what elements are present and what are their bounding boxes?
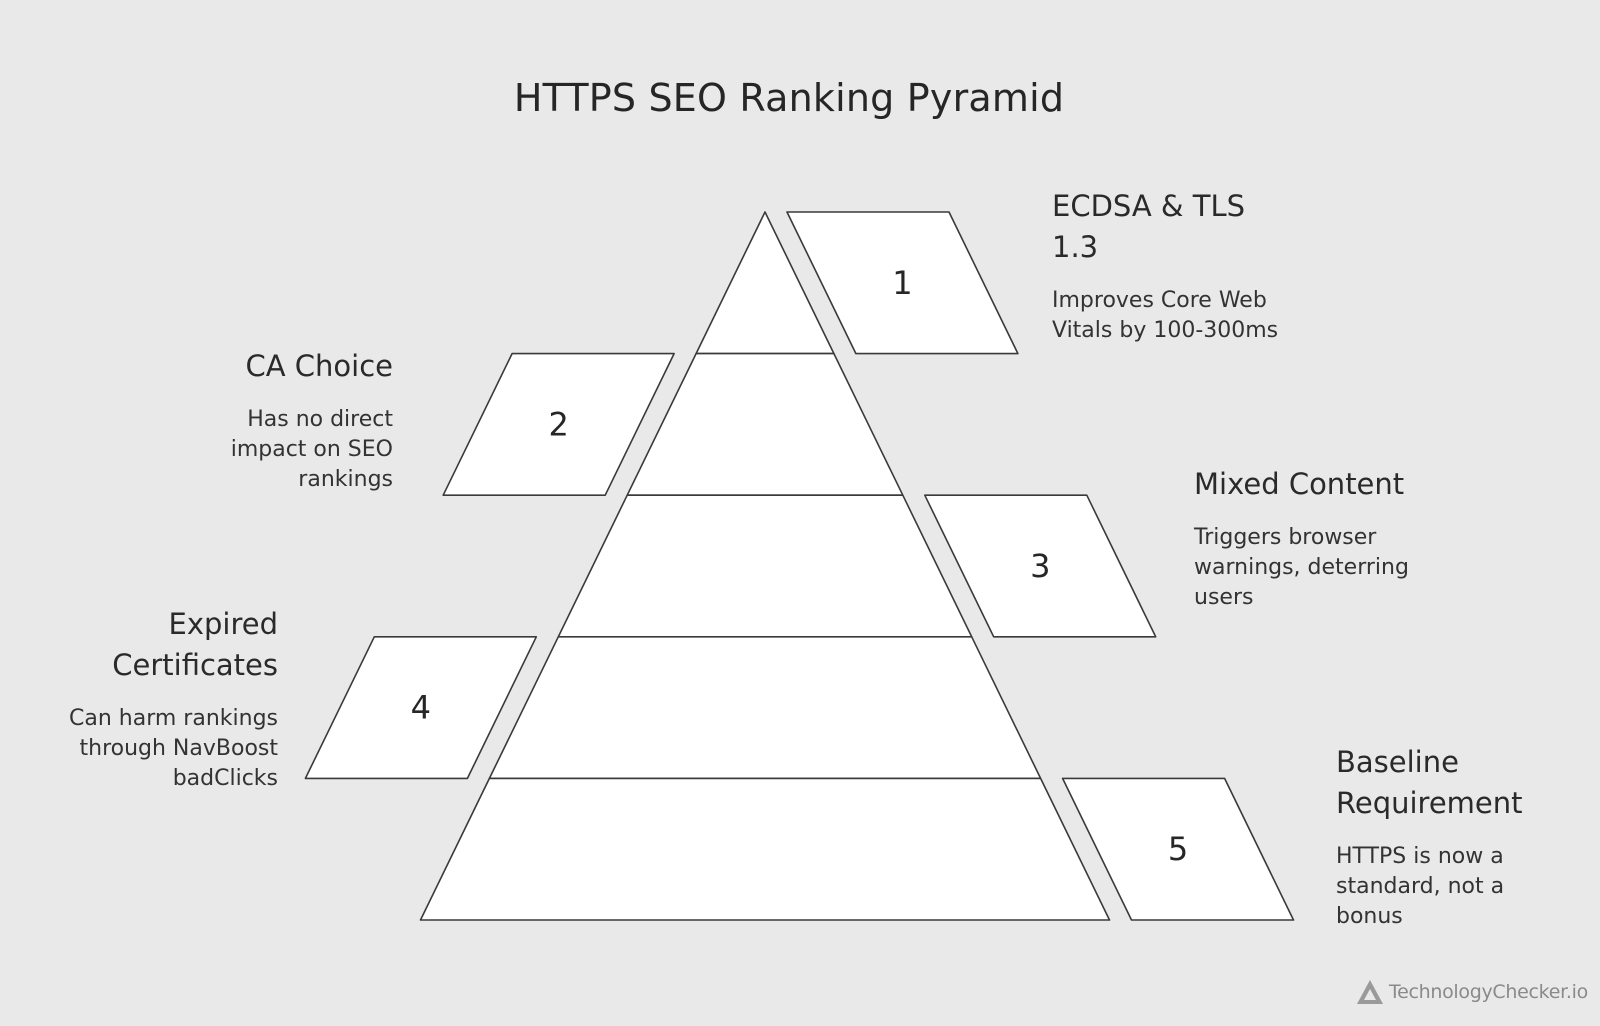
level-3-description: Triggers browser warnings, deterring use…: [1194, 525, 1409, 610]
level-5-description: HTTPS is now a standard, not a bonus: [1336, 844, 1505, 929]
step-number-1: 1: [892, 264, 912, 302]
level-4-description: Can harm rankings through NavBoost badCl…: [69, 706, 278, 791]
step-number-3: 3: [1030, 547, 1050, 585]
step-tab-4: [304, 635, 538, 780]
level-3-label: Mixed Content Triggers browser warnings,…: [1194, 464, 1409, 613]
step-tabs: 1 2 3 4 5: [304, 211, 1295, 921]
watermark: TechnologyChecker.io: [1356, 978, 1588, 1006]
level-2-heading: CA Choice: [245, 349, 393, 383]
step-number-2: 2: [548, 405, 568, 443]
pyramid-layer-3: [557, 494, 973, 638]
level-4-heading: Expired Certificates: [112, 607, 278, 682]
level-2-description: Has no direct impact on SEO rankings: [230, 407, 393, 492]
level-1-label: ECDSA & TLS 1.3 Improves Core Web Vitals…: [1052, 186, 1292, 346]
triangle-logo-icon: [1357, 980, 1383, 1004]
step-number-4: 4: [411, 689, 431, 727]
level-2-label: CA Choice Has no direct impact on SEO ra…: [193, 346, 393, 495]
pyramid-layer-4: [488, 635, 1042, 780]
pyramid-layer-2: [626, 352, 904, 497]
level-5-heading: Baseline Requirement: [1336, 745, 1523, 820]
step-tab-1: [786, 211, 1019, 355]
pyramid-layers: [419, 211, 1111, 921]
level-5-label: Baseline Requirement HTTPS is now a stan…: [1336, 742, 1566, 932]
step-tab-5: [1061, 777, 1295, 921]
level-1-heading: ECDSA & TLS 1.3: [1052, 189, 1246, 264]
pyramid-layer-5: [419, 777, 1111, 921]
level-3-heading: Mixed Content: [1194, 467, 1405, 501]
step-tab-3: [923, 494, 1157, 638]
level-4-label: Expired Certificates Can harm rankings t…: [22, 604, 278, 794]
page-title: HTTPS SEO Ranking Pyramid: [513, 76, 1065, 120]
step-tab-2: [442, 352, 675, 497]
watermark-text: TechnologyChecker.io: [1389, 981, 1588, 1003]
step-number-5: 5: [1168, 830, 1188, 868]
level-1-description: Improves Core Web Vitals by 100-300ms: [1052, 288, 1279, 343]
